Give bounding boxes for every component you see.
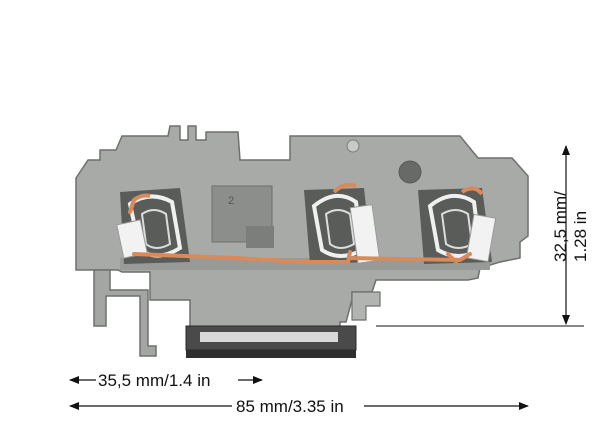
- mounting-foot-left: [93, 269, 157, 357]
- position-mark: 2: [228, 195, 234, 207]
- din-rail-slot: [200, 332, 338, 342]
- clamp-1: [116, 188, 190, 264]
- height-label-line1: 32,5 mm/: [551, 191, 570, 262]
- center-slot: [246, 226, 274, 248]
- partial-width-label: 35,5 mm/1.4 in: [98, 371, 210, 390]
- contact-bar-top-3: [460, 186, 484, 196]
- clamp-2-actuator: [349, 204, 381, 264]
- test-hole: [398, 160, 422, 184]
- dimension-partial-width: 35,5 mm/1.4 in: [69, 371, 263, 390]
- contact-bar-top-1: [128, 193, 151, 213]
- clamp-2-spring-inner: [324, 209, 356, 249]
- contact-bar-top-2: [332, 182, 357, 194]
- din-rail-base: [186, 350, 356, 358]
- clamp-1-spring-inner: [140, 209, 172, 249]
- clamp-3-actuator: [465, 213, 497, 263]
- dimension-total-width: 85 mm/3.35 in: [69, 397, 529, 416]
- terminal-block: 2: [75, 125, 529, 358]
- clamp-3: [418, 188, 497, 264]
- total-width-label: 85 mm/3.35 in: [236, 397, 344, 416]
- clamp-2: [304, 188, 381, 264]
- small-hole: [346, 139, 360, 153]
- height-label-line2: 1.28 in: [571, 211, 590, 262]
- dimension-height: 32,5 mm/ 1.28 in: [376, 145, 590, 327]
- latch-right: [351, 291, 381, 321]
